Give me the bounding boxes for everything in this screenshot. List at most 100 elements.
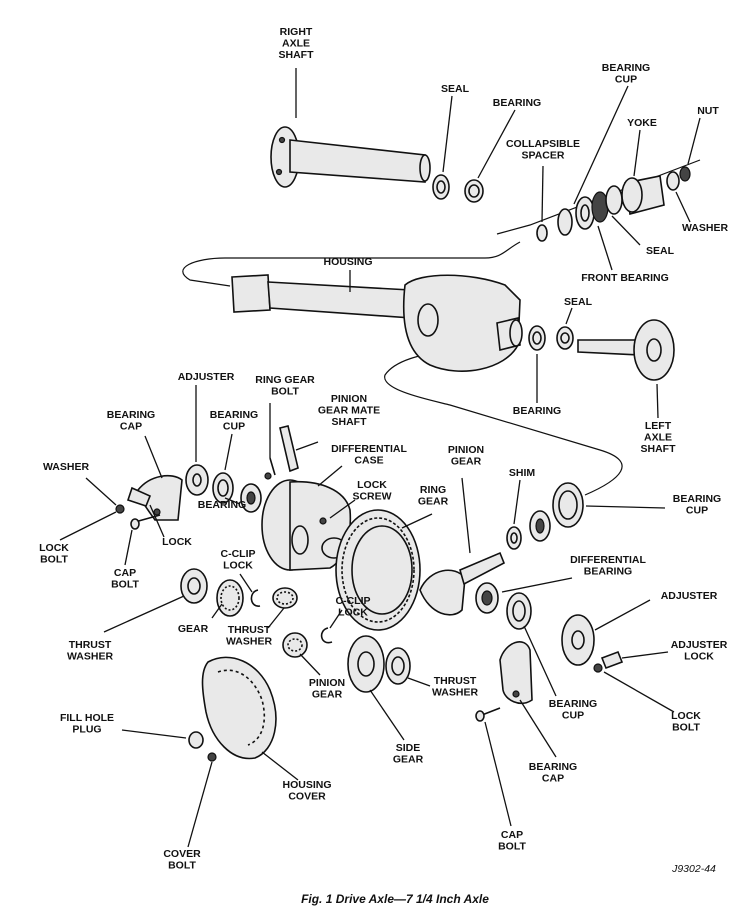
label-line: GEAR [312, 689, 343, 701]
bearing-cap-bottom-part [499, 641, 533, 705]
label-line: COVER [288, 791, 326, 803]
label-line: BEARING [673, 493, 721, 505]
cap-bolt-left-part [130, 514, 161, 530]
label-line: LOCK [684, 651, 714, 663]
label-line: BEARING [513, 405, 561, 417]
pinion-gear-bottom-part [282, 632, 308, 658]
label-line: LOCK [162, 536, 192, 548]
label-line: THRUST [69, 639, 112, 651]
fill-hole-plug-part [188, 731, 204, 749]
label-line: C-CLIP [221, 548, 256, 560]
label-line: BOLT [498, 841, 526, 853]
label-line: BOLT [672, 722, 700, 734]
cover-bolt-part [207, 752, 217, 762]
label-line: LOCK [39, 542, 69, 554]
label-line: FRONT BEARING [581, 272, 669, 284]
label-line: PINION [331, 393, 367, 405]
label-line: LOCK [223, 560, 253, 572]
label-nut: NUT [697, 105, 719, 117]
label-line: BEARING [602, 62, 650, 74]
figure-reference: J9302-44 [671, 863, 716, 875]
right-axle-shaft-part [270, 126, 431, 188]
label-line: BEARING [529, 761, 577, 773]
label-line: SIDE [396, 742, 421, 754]
label-line: LOCK [357, 479, 387, 491]
label-bearing-top: BEARING [493, 97, 541, 109]
label-line: BEARING [198, 499, 246, 511]
lock-left-part [126, 486, 152, 507]
label-line: NUT [697, 105, 719, 117]
c-clip-lock-mid-part [320, 627, 333, 644]
label-line: GEAR [393, 754, 424, 766]
label-line: LOCK [671, 710, 701, 722]
label-seal-mid: SEAL [564, 296, 593, 308]
label-line: SEAL [441, 83, 470, 95]
label-line: DIFFERENTIAL [331, 443, 407, 455]
label-adjuster-left: ADJUSTER [178, 371, 235, 383]
label-line: CAP [501, 829, 523, 841]
bearing-top-part [464, 179, 484, 203]
label-line: PINION [448, 444, 484, 456]
housing-part [231, 274, 523, 372]
bearing-cup-right-part [552, 482, 584, 528]
housing-cover-part [201, 656, 277, 760]
label-lock: LOCK [162, 536, 192, 548]
shim-part [506, 526, 522, 550]
label-line: SHAFT [332, 416, 368, 428]
label-line: CUP [562, 710, 584, 722]
label-line: HOUSING [282, 779, 331, 791]
bearing-cup-bottom-part [506, 592, 532, 630]
label-line: CAP [120, 421, 142, 433]
label-line: SEAL [646, 245, 675, 257]
label-line: PLUG [72, 724, 101, 736]
seal-mid-part [556, 326, 574, 350]
label-line: BOLT [40, 554, 68, 566]
label-line: AXLE [282, 38, 310, 50]
label-gear: GEAR [178, 623, 209, 635]
label-line: THRUST [228, 624, 271, 636]
label-line: THRUST [434, 675, 477, 687]
label-line: HOUSING [323, 256, 372, 268]
label-line: GEAR [451, 456, 482, 468]
label-shim: SHIM [509, 467, 536, 479]
lock-bolt-right-part [593, 663, 603, 673]
adjuster-right-part [561, 614, 595, 666]
label-washer-left: WASHER [43, 461, 90, 473]
label-housing: HOUSING [323, 256, 372, 268]
label-line: LEFT [645, 420, 672, 432]
label-line: BOLT [168, 860, 196, 872]
drive-pinion-gear-part [419, 551, 506, 616]
label-line: CUP [615, 74, 637, 86]
bearing-mid-part [528, 325, 546, 351]
label-line: WASHER [432, 687, 479, 699]
label-line: COLLAPSIBLE [506, 138, 580, 150]
thrust-washer-mid-part [385, 647, 411, 685]
label-seal-top: SEAL [441, 83, 470, 95]
label-line: SEAL [564, 296, 593, 308]
adjuster-lock-part [600, 650, 624, 670]
label-line: AXLE [644, 432, 672, 444]
label-line: CUP [223, 421, 245, 433]
label-line: SHAFT [279, 49, 315, 61]
c-clip-lock-left-part [250, 589, 261, 607]
pinion-stack-part [536, 166, 691, 242]
